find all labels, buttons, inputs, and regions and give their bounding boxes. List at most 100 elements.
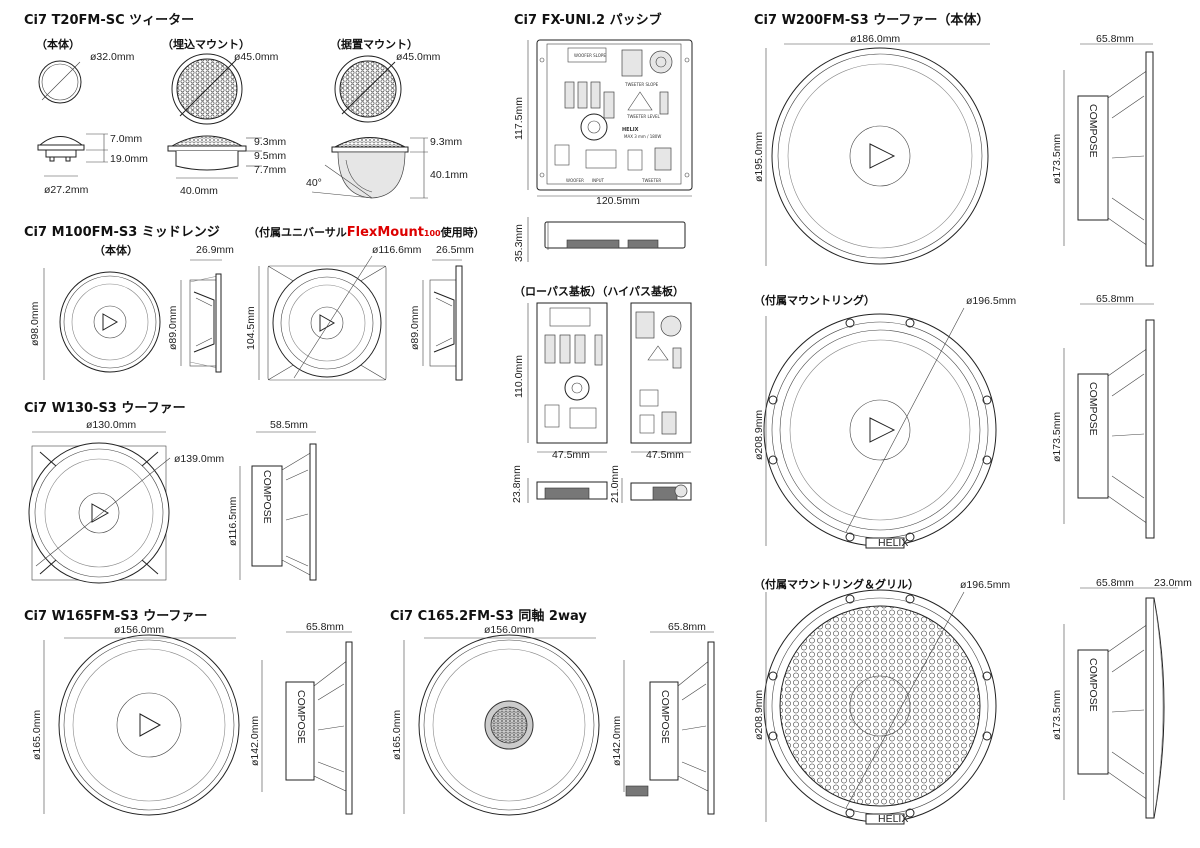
m100-dim-d1: ø98.0mm <box>29 301 41 346</box>
t20-body-front <box>38 60 82 104</box>
t20-flush-front <box>171 53 243 125</box>
w200-title: Ci7 W200FM-S3 ウーファー（本体） <box>754 12 989 28</box>
uni-pcb-input: INPUT <box>592 178 605 183</box>
w200-dim-d5: ø196.5mm <box>960 579 1010 591</box>
t20-body-side <box>37 133 108 177</box>
w200-dim-w4: 23.0mm <box>1154 577 1192 589</box>
uni-dim-lh: 110.0mm <box>513 355 525 398</box>
w165-title: Ci7 W165FM-S3 ウーファー <box>24 609 207 624</box>
w130-dim-d2: ø139.0mm <box>174 453 224 465</box>
w200-dim-d1: ø186.0mm <box>850 33 900 45</box>
w200-dim-w2: 65.8mm <box>1096 293 1134 305</box>
m100-dim-d2: ø116.6mm <box>372 244 422 256</box>
w200-magnet-label-2: COMPOSE <box>1087 382 1099 436</box>
t20-dim-angle: 40° <box>306 177 322 189</box>
t20-dim-h6: 9.3mm <box>430 136 462 148</box>
t20-view-flush: （埋込マウント） <box>162 37 250 51</box>
c165-magnet-label: COMPOSE <box>659 690 671 744</box>
w130-dim-w: 58.5mm <box>270 419 308 431</box>
m100-dim-w2: 26.5mm <box>436 244 474 256</box>
w200-dim-w3: 65.8mm <box>1096 577 1134 589</box>
w200-magnet-label-1: COMPOSE <box>1087 104 1099 158</box>
t20-dim-w2: 40.0mm <box>180 185 218 197</box>
t20-dim-w1: ø27.2mm <box>44 184 89 196</box>
w130-dim-h: ø116.5mm <box>227 496 239 546</box>
t20-dim-h1: 7.0mm <box>110 133 142 145</box>
t20-dim-d2: ø45.0mm <box>234 51 279 63</box>
uni-lowpass-board <box>527 302 608 453</box>
uni-pcb-tweeter: TWEETER <box>641 178 661 183</box>
w200-ring-front <box>763 307 997 549</box>
uni-pcb-tweeter-slope: TWEETER SLOPE <box>624 82 659 87</box>
c165-dim-w: 65.8mm <box>668 621 706 633</box>
w165-magnet-label: COMPOSE <box>295 690 307 744</box>
w165-side <box>261 631 353 815</box>
uni-dim-lw: 47.5mm <box>552 449 590 461</box>
t20-flush-side <box>167 135 262 179</box>
uni-board-top: WOOFER SLOPE TWEETER SLOPE TWEETER LEVEL… <box>527 39 693 197</box>
uni-pcb-tweeter-level: TWEETER LEVEL <box>626 114 660 119</box>
w200-dim-d4: ø208.9mm <box>753 410 765 460</box>
t20-dim-d3: ø45.0mm <box>396 51 441 63</box>
w200-view-grill: （付属マウントリング＆グリル） <box>754 577 919 591</box>
t20-surface-side <box>311 137 428 199</box>
uni-pcb-woofer: WOOFER <box>566 178 584 183</box>
t20-dim-d1: ø32.0mm <box>90 51 135 63</box>
c165-front <box>403 634 600 816</box>
w200-dim-w1: 65.8mm <box>1096 33 1134 45</box>
m100-body-side <box>180 259 222 373</box>
w165-dim-h: ø142.0mm <box>249 716 261 766</box>
w200-front <box>765 43 990 266</box>
t20-surface-front <box>334 55 402 123</box>
w165-dim-d2: ø165.0mm <box>31 710 43 760</box>
w200-grill-front <box>763 589 997 825</box>
t20-dim-h7: 40.1mm <box>430 169 468 181</box>
w200-dim-d3: ø196.5mm <box>966 295 1016 307</box>
uni-highpass-board <box>630 302 692 453</box>
uni-dim-hw: 47.5mm <box>646 449 684 461</box>
m100-dim-h3: ø89.0mm <box>409 305 421 350</box>
c165-dim-d2: ø165.0mm <box>391 710 403 760</box>
t20-dim-h4: 9.5mm <box>254 150 286 162</box>
m100-dim-w1: 26.9mm <box>196 244 234 256</box>
w165-front <box>43 634 240 816</box>
uni-dim-ld: 23.8mm <box>511 465 523 503</box>
uni-section: Ci7 FX-UNI.2 パッシブ WOOFER SLOPE <box>511 12 693 503</box>
uni-pcb-woofer-slope: WOOFER SLOPE <box>574 53 606 58</box>
uni-low-side <box>527 478 608 503</box>
uni-pcb-brand: HELIX <box>622 127 639 133</box>
w130-front <box>28 431 171 584</box>
m100-body-front <box>43 268 161 380</box>
w200-section: Ci7 W200FM-S3 ウーファー（本体） ø186.0mm ø195.0m… <box>753 12 1192 825</box>
t20-view-body: （本体） <box>36 37 80 51</box>
w200-magnet-label-3: COMPOSE <box>1087 658 1099 712</box>
m100-section: Ci7 M100FM-S3 ミッドレンジ （本体） （付属ユニバーサルFlexM… <box>24 225 485 381</box>
w130-dim-d1: ø130.0mm <box>86 419 136 431</box>
m100-view-body: （本体） <box>94 243 138 257</box>
uni-board-side <box>527 217 686 262</box>
w200-dim-d2: ø195.0mm <box>753 132 765 182</box>
t20-section: Ci7 T20FM-SC ツィーター （本体） （埋込マウント） （据置マウント… <box>24 13 468 199</box>
uni-dim-w: 120.5mm <box>596 195 640 207</box>
w200-view-ring: （付属マウントリング） <box>754 293 875 307</box>
w200-dim-d6: ø208.9mm <box>753 690 765 740</box>
m100-dim-h1: ø89.0mm <box>167 305 179 350</box>
w165-section: Ci7 W165FM-S3 ウーファー ø156.0mm ø165.0mm CO… <box>24 609 353 816</box>
c165-section: Ci7 C165.2FM-S3 同軸 2way ø156.0mm ø165.0m… <box>390 608 715 816</box>
w200-side-1 <box>1063 43 1154 267</box>
w200-dim-h2: ø173.5mm <box>1051 412 1063 462</box>
w200-side-3 <box>1063 587 1178 819</box>
uni-dim-h: 117.5mm <box>513 97 525 140</box>
t20-dim-h5: 7.7mm <box>254 164 286 176</box>
uni-dim-hd: 21.0mm <box>609 465 621 503</box>
uni-pcb-max: MAX 3 mm / 180W <box>624 134 661 139</box>
c165-dim-d1: ø156.0mm <box>484 624 534 636</box>
uni-dim-d: 35.3mm <box>513 224 525 262</box>
uni-title: Ci7 FX-UNI.2 パッシブ <box>514 12 662 28</box>
w165-dim-d1: ø156.0mm <box>114 624 164 636</box>
w130-section: Ci7 W130-S3 ウーファー ø130.0mm ø139.0mm COMP… <box>24 401 317 584</box>
t20-title: Ci7 T20FM-SC ツィーター <box>24 13 194 28</box>
c165-side <box>623 631 715 815</box>
uni-high-side <box>621 478 692 503</box>
w200-dim-h1: ø173.5mm <box>1051 134 1063 184</box>
